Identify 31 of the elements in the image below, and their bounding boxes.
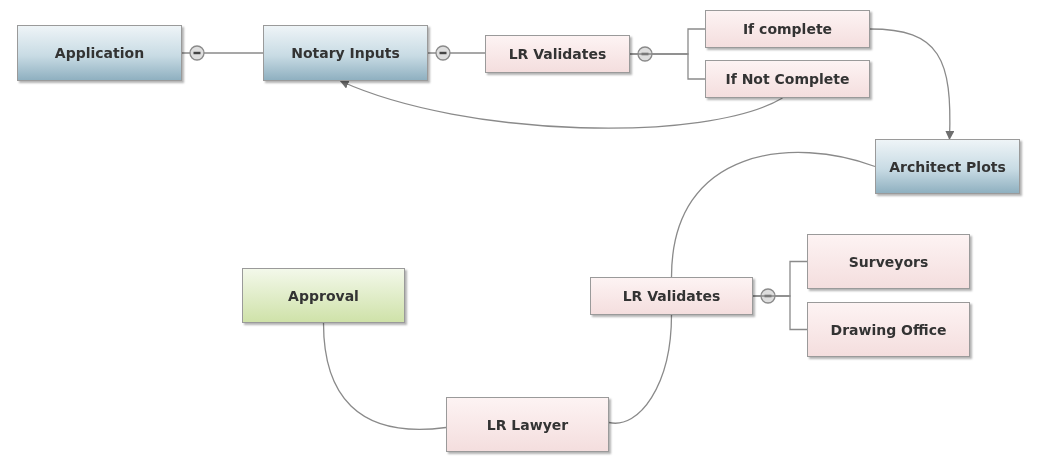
connector-line [608, 314, 673, 424]
topic-label: Surveyors [848, 253, 929, 270]
topic-label: Architect Plots [889, 158, 1006, 175]
topic-box [485, 35, 630, 73]
topic-label: LR Validates [508, 46, 607, 62]
connector-line [670, 152, 876, 278]
connector-line [427, 52, 486, 54]
topic-box [875, 139, 1020, 194]
topic-label: Application [54, 45, 145, 61]
topic-box [242, 268, 405, 323]
topic-box [446, 397, 609, 452]
topic-box [263, 25, 428, 81]
topic-box [17, 25, 182, 81]
topic-box [705, 60, 870, 98]
topic-label: Drawing Office [830, 321, 947, 338]
topic-box [705, 10, 870, 48]
topic-label: Notary Inputs [291, 45, 400, 61]
topic-box [590, 277, 753, 315]
topic-label: Approval [288, 287, 359, 304]
connector-line [629, 53, 706, 80]
topic-label: LR Lawyer [486, 416, 569, 433]
topic-label: If Not Complete [725, 71, 850, 87]
connector-line [752, 295, 808, 331]
topic-box [807, 302, 970, 357]
connector-line [322, 322, 447, 430]
topic-label: LR Validates [622, 288, 721, 304]
topic-label: If complete [742, 21, 833, 37]
topic-box [807, 234, 970, 289]
arrow [339, 79, 784, 129]
arrow [869, 28, 955, 140]
connector-line [181, 52, 264, 54]
